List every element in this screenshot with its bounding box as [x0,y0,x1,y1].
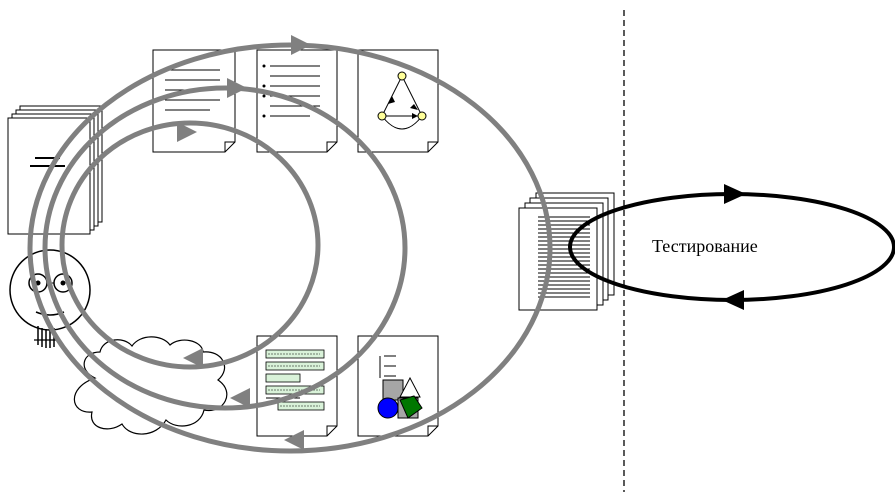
cycle-arrowheads [177,35,311,450]
testing-cycle-arrow-bottom [722,290,744,310]
inner-cycle-arrow-bottom [183,348,203,368]
middle-cycle-arrow-bottom [230,388,250,408]
testing-cycle-arrow-top [724,184,746,204]
graph-diagram-document-icon [357,49,439,153]
outer-iteration-cycle [27,42,553,454]
shapes-document-icon [357,335,439,437]
text-document-icon [152,49,236,153]
table-document-icon [256,335,338,437]
inner-cycle-arrow-top [177,122,197,142]
development-cycles [27,42,553,454]
code-listing-stack-icon [518,192,615,311]
middle-iteration-cycle [42,85,408,411]
middle-cycle-arrow-top [227,78,247,98]
inner-iteration-cycle [59,120,321,370]
idea-cloud-icon [73,336,228,435]
requirements-stack-icon [7,105,103,235]
testing-cycle [568,184,895,310]
outer-cycle-arrow-bottom [284,430,304,450]
outer-cycle-arrow-top [291,35,311,55]
testing-label: Тестирование [652,236,758,256]
